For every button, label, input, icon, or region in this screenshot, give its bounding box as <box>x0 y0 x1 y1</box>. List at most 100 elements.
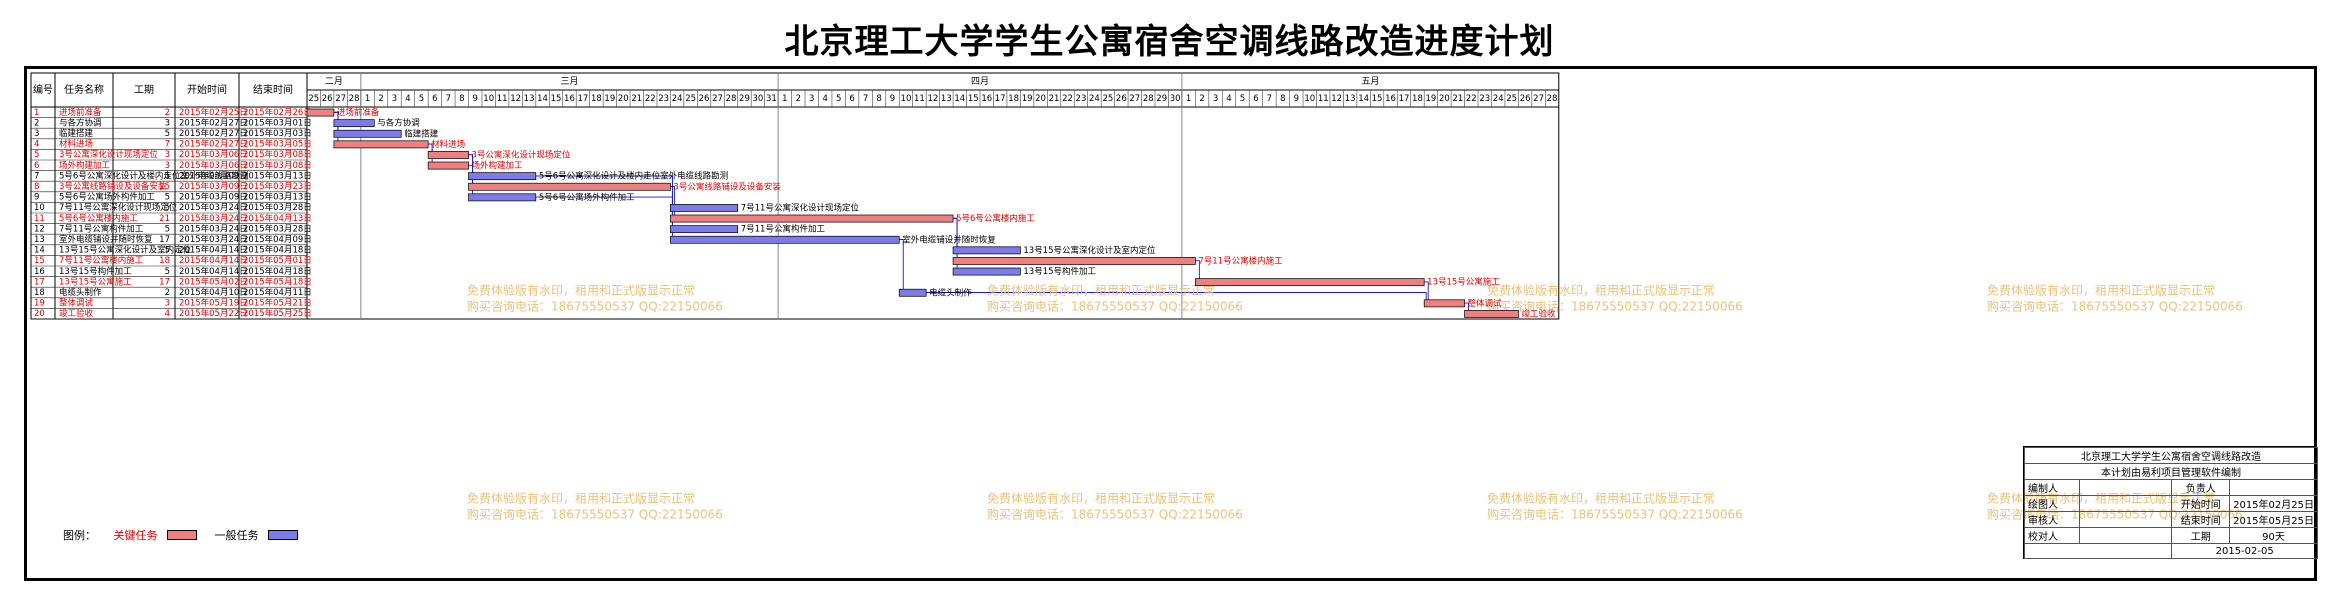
day-label: 13 <box>941 94 952 104</box>
day-label: 4 <box>405 94 410 104</box>
day-label: 29 <box>739 94 750 104</box>
day-label: 26 <box>699 94 710 104</box>
day-label: 13 <box>1345 94 1356 104</box>
day-label: 28 <box>349 94 360 104</box>
task-name: 整体调试 <box>59 298 94 309</box>
compiler-value <box>2078 479 2173 496</box>
task-start: 2015年04月14日 <box>179 266 248 277</box>
day-label: 10 <box>1304 94 1315 104</box>
day-label: 25 <box>685 94 696 104</box>
critical-task-bar <box>1195 278 1425 287</box>
task-no: 9 <box>34 193 39 203</box>
critical-task-bar <box>427 161 469 170</box>
legend-label: 图例： <box>63 529 96 542</box>
day-label: 3 <box>1213 94 1218 104</box>
day-label: 16 <box>564 94 575 104</box>
task-name: 3号公寓深化设计现场定位 <box>59 149 158 160</box>
task-start: 2015年03月09日 <box>179 170 248 181</box>
day-label: 12 <box>510 94 521 104</box>
day-label: 2 <box>1199 94 1204 104</box>
day-label: 5 <box>419 94 424 104</box>
day-label: 27 <box>1129 94 1140 104</box>
day-label: 28 <box>1547 94 1558 104</box>
task-duration: 5 <box>165 246 170 256</box>
day-label: 18 <box>1008 94 1019 104</box>
task-no: 6 <box>34 161 39 171</box>
header-start: 开始时间 <box>187 83 227 96</box>
day-label: 19 <box>1022 94 1033 104</box>
normal-task-bar <box>952 246 1021 255</box>
task-bar-label: 整体调试 <box>1468 298 1503 309</box>
task-end: 2015年04月09日 <box>243 234 312 245</box>
task-end: 2015年04月11日 <box>243 287 312 298</box>
task-duration: 5 <box>165 203 170 213</box>
task-name: 5号6号公寓楼内施工 <box>59 213 138 224</box>
task-start: 2015年03月06日 <box>179 160 248 171</box>
task-no: 3 <box>34 129 39 139</box>
task-end: 2015年03月13日 <box>243 192 312 203</box>
task-bar-label: 5号6号公寓楼内施工 <box>956 213 1035 224</box>
task-name: 7号11号公寓深化设计现场定位 <box>59 202 178 213</box>
task-end: 2015年03月03日 <box>243 128 312 139</box>
task-no: 7 <box>34 171 39 181</box>
task-name: 13号15号公寓深化设计及室内定位 <box>59 245 192 256</box>
task-no: 2 <box>34 118 39 128</box>
task-end: 2015年03月28日 <box>243 223 312 234</box>
day-label: 23 <box>1076 94 1087 104</box>
day-label: 26 <box>1520 94 1531 104</box>
day-label: 17 <box>995 94 1006 104</box>
day-label: 25 <box>1506 94 1517 104</box>
watermark: 购买咨询电话：18675550537 QQ:22150066 <box>987 299 1243 314</box>
checker-label: 校对人 <box>2024 527 2080 544</box>
task-start: 2015年02月27日 <box>179 139 248 150</box>
day-label: 6 <box>432 94 437 104</box>
task-no: 18 <box>34 288 45 298</box>
day-label: 27 <box>1533 94 1544 104</box>
task-bar-label: 进场前准备 <box>337 107 380 118</box>
task-duration: 17 <box>159 277 170 287</box>
day-label: 12 <box>1331 94 1342 104</box>
task-end: 2015年03月13日 <box>243 170 312 181</box>
day-label: 31 <box>766 94 777 104</box>
day-label: 12 <box>927 94 938 104</box>
dependency-link <box>926 292 1427 301</box>
critical-task-bar <box>306 108 335 117</box>
task-bar-label: 13号15号公寓深化设计及室内定位 <box>1023 245 1156 256</box>
task-start: 2015年03月24日 <box>179 223 248 234</box>
task-name: 电缆头制作 <box>59 287 102 298</box>
day-label: 9 <box>1294 94 1299 104</box>
day-label: 5 <box>1240 94 1245 104</box>
task-name: 13号15号构件加工 <box>59 266 132 277</box>
end-value: 2015年05月25日 <box>2229 511 2318 528</box>
day-label: 8 <box>876 94 881 104</box>
watermark: 购买咨询电话：18675550537 QQ:22150066 <box>467 507 723 522</box>
watermark: 免费体验版有水印，租用和正式版显示正常 <box>987 491 1215 506</box>
task-duration: 5 <box>165 193 170 203</box>
task-name: 7号11号公寓楼内施工 <box>59 255 144 266</box>
watermark: 免费体验版有水印，租用和正式版显示正常 <box>467 283 695 298</box>
task-name: 7号11号公寓构件加工 <box>59 223 144 234</box>
day-label: 17 <box>1399 94 1410 104</box>
task-no: 19 <box>34 299 45 309</box>
day-label: 6 <box>1253 94 1258 104</box>
watermark: 免费体验版有水印，租用和正式版显示正常 <box>1487 283 1715 298</box>
day-label: 22 <box>1466 94 1477 104</box>
day-label: 21 <box>1049 94 1060 104</box>
task-bar-label: 竣工验收 <box>1521 308 1556 319</box>
day-label: 21 <box>631 94 642 104</box>
critical-task-bar <box>952 257 1196 265</box>
normal-task-bar <box>468 193 537 202</box>
dependency-link <box>899 239 904 290</box>
task-end: 2015年03月23日 <box>243 181 312 192</box>
task-no: 1 <box>34 108 39 118</box>
task-duration: 5 <box>165 267 170 277</box>
info-block: 北京理工大学学生公寓宿舍空调线路改造 本计划由易利项目管理软件编制 编制人 负责… <box>2023 446 2318 559</box>
day-label: 1 <box>782 94 787 104</box>
task-end: 2015年02月26日 <box>243 107 312 118</box>
day-label: 22 <box>645 94 656 104</box>
task-duration: 5 <box>165 129 170 139</box>
task-name: 5号6号公寓场外构件加工 <box>59 192 155 203</box>
day-label: 26 <box>322 94 333 104</box>
day-label: 15 <box>1372 94 1383 104</box>
